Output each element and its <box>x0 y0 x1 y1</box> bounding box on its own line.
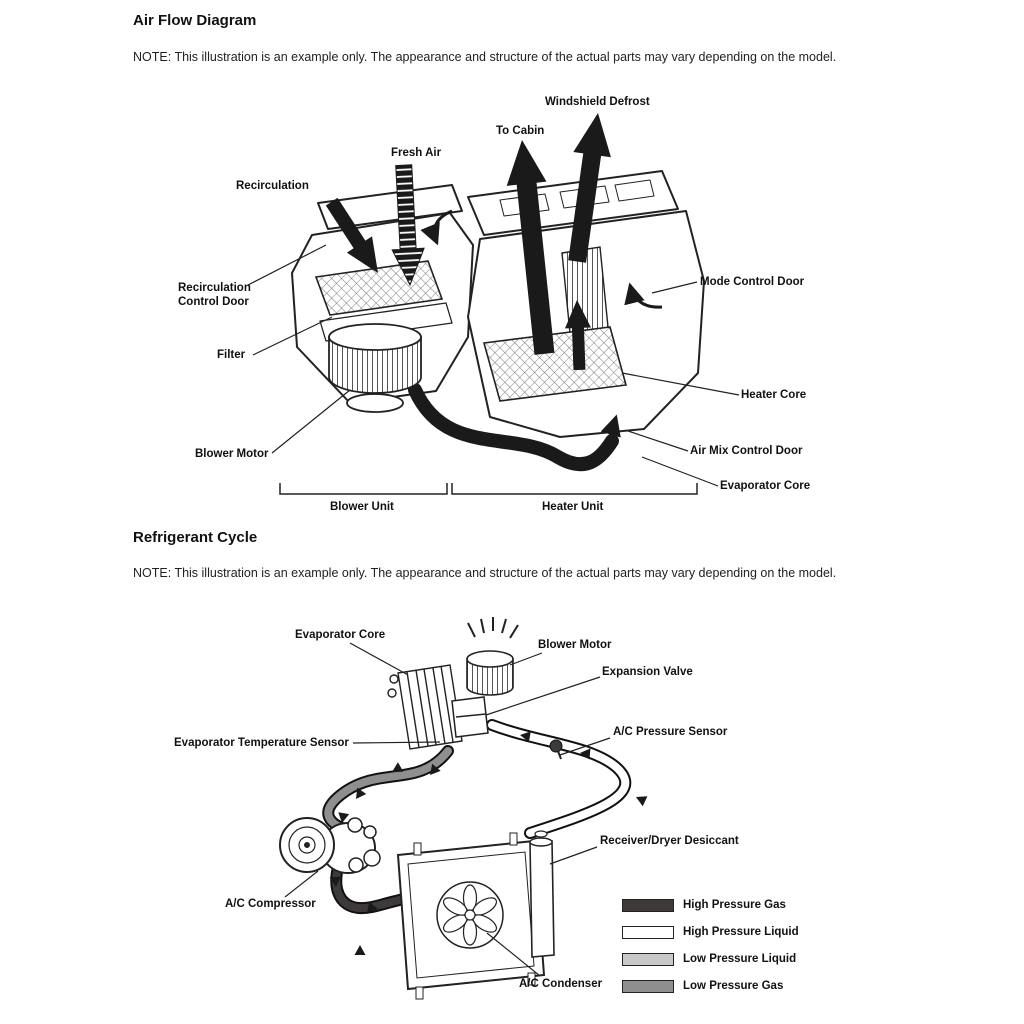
label-heater-core: Heater Core <box>741 389 807 401</box>
airflow-section-title: Air Flow Diagram <box>133 12 257 29</box>
label-mode-control-door: Mode Control Door <box>700 276 805 288</box>
refrigerant-section-title: Refrigerant Cycle <box>133 529 258 546</box>
legend-row-low-pressure-gas: Low Pressure Gas <box>622 979 799 993</box>
evaporator-core-drawing <box>387 664 463 750</box>
label-fresh-air: Fresh Air <box>391 147 442 159</box>
label-heater-unit: Heater Unit <box>542 501 604 513</box>
heater-unit-bracket <box>451 483 698 495</box>
condenser-drawing <box>396 832 546 1000</box>
blower-motor2-drawing <box>466 617 519 696</box>
door-motion-arrows <box>420 209 663 438</box>
label-windshield-defrost: Windshield Defrost <box>545 96 650 108</box>
label-blower-motor: Blower Motor <box>195 448 269 460</box>
airflow-note: NOTE: This illustration is an example on… <box>133 50 837 64</box>
airflow-illustration <box>247 110 740 495</box>
duct-hose-drawing <box>408 383 619 472</box>
label-evaporator-temperature-sensor: Evaporator Temperature Sensor <box>174 737 349 749</box>
refrigerant-leader-lines <box>284 642 611 977</box>
receiver-dryer-drawing <box>529 830 555 958</box>
legend-label-high-pressure-gas: High Pressure Gas <box>683 899 786 911</box>
pressure-sensor-drawing <box>549 739 563 760</box>
label-evaporator-core-2: Evaporator Core <box>295 629 386 641</box>
pressure-legend: High Pressure Gas High Pressure Liquid L… <box>622 898 799 1006</box>
label-receiver-dryer-desiccant: Receiver/Dryer Desiccant <box>600 835 739 847</box>
legend-row-high-pressure-gas: High Pressure Gas <box>622 898 799 912</box>
legend-label-high-pressure-liquid: High Pressure Liquid <box>683 926 799 938</box>
heater-core-drawing <box>482 326 628 402</box>
legend-swatch-low-pressure-gas <box>622 979 674 993</box>
label-recirculation: Recirculation <box>236 180 309 192</box>
label-ac-condenser: A/C Condenser <box>519 978 603 990</box>
blower-motor-drawing <box>328 323 422 413</box>
label-ac-compressor: A/C Compressor <box>225 898 316 910</box>
legend-label-low-pressure-gas: Low Pressure Gas <box>683 980 784 992</box>
compressor-drawing <box>279 817 381 874</box>
legend-swatch-high-pressure-gas <box>622 898 674 912</box>
label-blower-unit: Blower Unit <box>330 501 394 513</box>
label-air-mix-control-door: Air Mix Control Door <box>690 445 803 457</box>
label-expansion-valve: Expansion Valve <box>602 666 693 678</box>
legend-row-high-pressure-liquid: High Pressure Liquid <box>622 925 799 939</box>
legend-row-low-pressure-liquid: Low Pressure Liquid <box>622 952 799 966</box>
legend-label-low-pressure-liquid: Low Pressure Liquid <box>683 953 797 965</box>
label-blower-motor-2: Blower Motor <box>538 639 612 651</box>
refrigerant-illustration <box>279 617 648 1000</box>
label-ac-pressure-sensor: A/C Pressure Sensor <box>613 726 728 738</box>
label-recirculation-control-door: Recirculation Control Door <box>178 282 251 308</box>
label-filter: Filter <box>217 349 246 361</box>
label-evaporator-core: Evaporator Core <box>720 480 811 492</box>
legend-swatch-low-pressure-liquid <box>622 952 674 966</box>
refrigerant-note: NOTE: This illustration is an example on… <box>133 566 837 580</box>
legend-swatch-high-pressure-liquid <box>622 925 674 939</box>
expansion-valve-drawing <box>451 696 489 738</box>
label-to-cabin: To Cabin <box>496 125 545 137</box>
blower-unit-bracket <box>279 483 448 495</box>
airflow-leader-lines <box>247 244 740 487</box>
